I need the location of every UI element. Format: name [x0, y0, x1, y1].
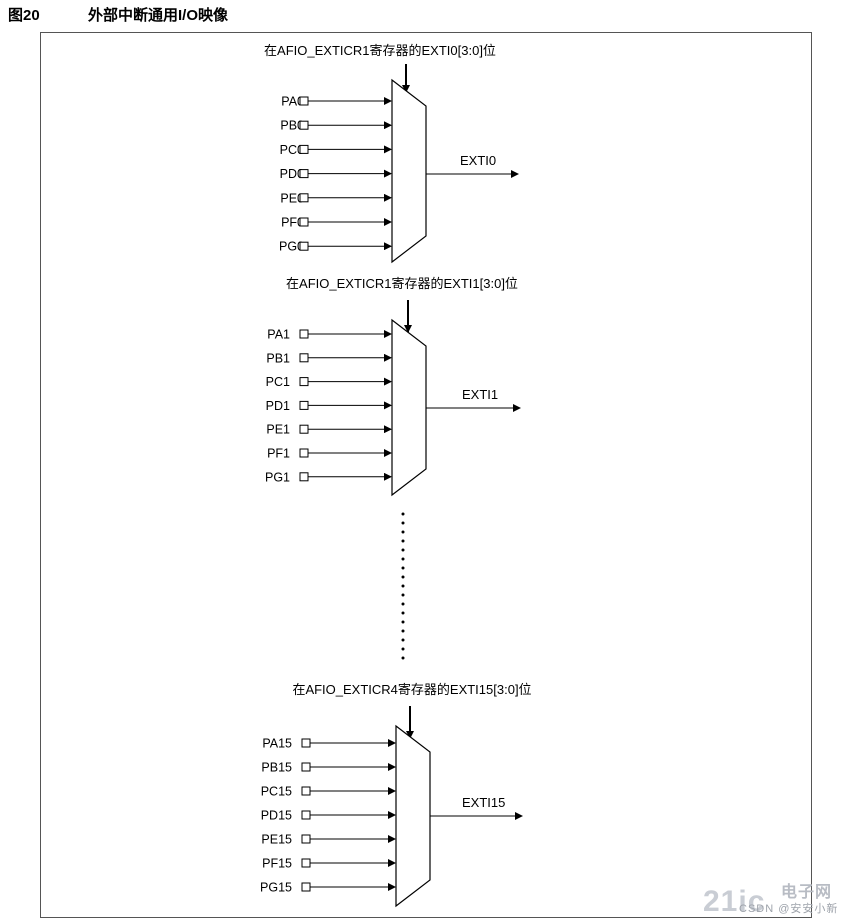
input-label: PD0 — [280, 167, 304, 181]
ellipsis-dot — [401, 647, 405, 651]
mux-block-1: 在AFIO_EXTICR1寄存器的EXTI1[3:0]位 PA1PB1PC1PD1… — [265, 276, 521, 497]
input-port — [299, 169, 309, 179]
input-port — [299, 120, 309, 130]
ellipsis-dot — [401, 539, 405, 543]
input-port — [299, 144, 309, 154]
input-label: PD15 — [261, 809, 292, 823]
output-label: EXTI0 — [460, 153, 496, 168]
input-port — [299, 241, 309, 251]
ellipsis-dot — [401, 656, 405, 660]
multiplexer-shape — [395, 724, 431, 908]
diagram-frame — [40, 32, 812, 918]
watermark-logo: 21ic — [703, 885, 766, 918]
input-port — [299, 377, 309, 387]
ellipsis-dot — [401, 602, 405, 606]
input-label: PF15 — [262, 857, 292, 871]
input-port — [301, 738, 311, 748]
mux-block-0: 在AFIO_EXTICR1寄存器的EXTI0[3:0]位 PA0PB0PC0PD0… — [264, 43, 519, 264]
output-label: EXTI15 — [462, 795, 505, 810]
input-port — [301, 858, 311, 868]
input-label: PA1 — [267, 328, 290, 342]
mux-block-2: 在AFIO_EXTICR4寄存器的EXTI15[3:0]位 PA15PB15PC1… — [260, 682, 532, 908]
input-label: PD1 — [266, 399, 290, 413]
ellipsis-dot — [401, 620, 405, 624]
input-port — [301, 762, 311, 772]
multiplexer-shape — [391, 78, 427, 264]
ellipsis-dot — [401, 557, 405, 561]
input-label: PC15 — [261, 785, 292, 799]
figure-title: 外部中断通用I/O映像 — [88, 7, 229, 24]
ellipsis-dot — [401, 584, 405, 588]
ellipsis-dot — [401, 521, 405, 525]
input-port — [301, 786, 311, 796]
input-port — [299, 472, 309, 482]
input-label: PE15 — [261, 833, 292, 847]
input-label: PA15 — [262, 737, 292, 751]
watermark-brand: 电子网 — [781, 884, 833, 901]
ellipsis-dot — [401, 629, 405, 633]
figure-number: 图20 — [8, 7, 40, 24]
ellipsis-dot — [401, 593, 405, 597]
input-label: PG1 — [265, 470, 290, 484]
input-label: PC0 — [280, 143, 304, 157]
input-port — [299, 424, 309, 434]
input-label: PF0 — [281, 216, 304, 230]
input-port — [301, 810, 311, 820]
input-port — [299, 448, 309, 458]
ellipsis-dots — [401, 512, 405, 660]
watermark: 21ic 电子网 CSDN @安安小新 — [703, 884, 853, 920]
register-label: 在AFIO_EXTICR4寄存器的EXTI15[3:0]位 — [292, 682, 531, 697]
ellipsis-dot — [401, 575, 405, 579]
input-port — [301, 882, 311, 892]
watermark-user: CSDN @安安小新 — [739, 903, 839, 915]
register-label: 在AFIO_EXTICR1寄存器的EXTI1[3:0]位 — [286, 276, 518, 291]
ellipsis-dot — [401, 530, 405, 534]
ellipsis-dot — [401, 512, 405, 516]
multiplexer-shape — [391, 318, 427, 497]
input-label: PB0 — [280, 119, 304, 133]
input-label: PG15 — [260, 881, 292, 895]
input-port — [299, 96, 309, 106]
figure-header: 图20 外部中断通用I/O映像 — [8, 4, 228, 28]
input-port — [299, 353, 309, 363]
input-port — [299, 329, 309, 339]
ellipsis-dot — [401, 638, 405, 642]
input-label: PF1 — [267, 447, 290, 461]
input-label: PB1 — [266, 351, 290, 365]
ellipsis-dot — [401, 566, 405, 570]
input-label: PC1 — [266, 375, 290, 389]
input-port — [299, 193, 309, 203]
output-label: EXTI1 — [462, 387, 498, 402]
input-label: PE0 — [280, 191, 304, 205]
ellipsis-dot — [401, 548, 405, 552]
input-label: PB15 — [261, 761, 292, 775]
register-label: 在AFIO_EXTICR1寄存器的EXTI0[3:0]位 — [264, 43, 496, 58]
input-label: PG0 — [279, 240, 304, 254]
input-port — [299, 217, 309, 227]
input-label: PA0 — [281, 95, 304, 109]
ellipsis-dot — [401, 611, 405, 615]
input-label: PE1 — [266, 423, 290, 437]
input-port — [299, 400, 309, 410]
input-port — [301, 834, 311, 844]
